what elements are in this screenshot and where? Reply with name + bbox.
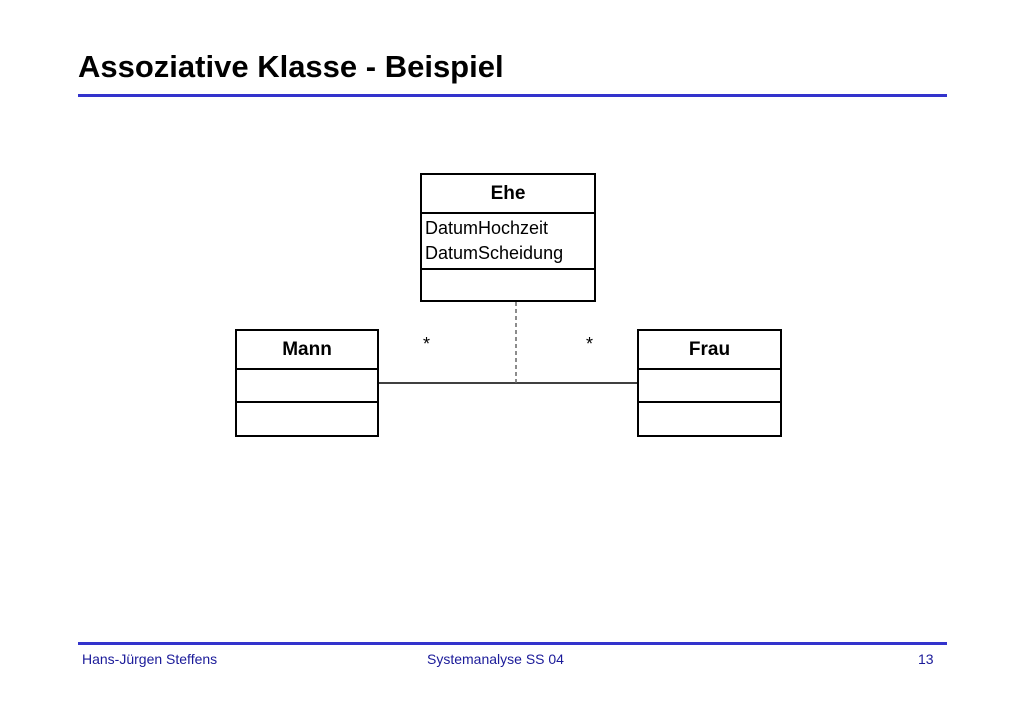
class-ehe-operations [422,270,594,300]
title-divider [78,94,947,97]
class-ehe-attributes: DatumHochzeit DatumScheidung [422,214,594,270]
class-mann: Mann [235,329,379,437]
class-frau-attributes [639,370,780,403]
footer-divider [78,642,947,645]
multiplicity-mann-side: * [423,334,431,354]
class-ehe: Ehe DatumHochzeit DatumScheidung [420,173,596,302]
class-mann-attributes [237,370,377,403]
class-ehe-attribute: DatumScheidung [425,243,564,263]
class-ehe-name: Ehe [422,175,594,214]
class-mann-operations [237,403,377,435]
footer-page-number: 13 [918,651,934,667]
class-ehe-attribute: DatumHochzeit [425,218,549,238]
footer-course: Systemanalyse SS 04 [427,651,564,667]
class-frau-operations [639,403,780,435]
multiplicity-frau-side: * [586,334,594,354]
slide-title: Assoziative Klasse - Beispiel [78,49,504,84]
class-mann-name: Mann [237,331,377,370]
footer-author: Hans-Jürgen Steffens [82,651,218,667]
class-frau-name: Frau [639,331,780,370]
class-frau: Frau [637,329,782,437]
